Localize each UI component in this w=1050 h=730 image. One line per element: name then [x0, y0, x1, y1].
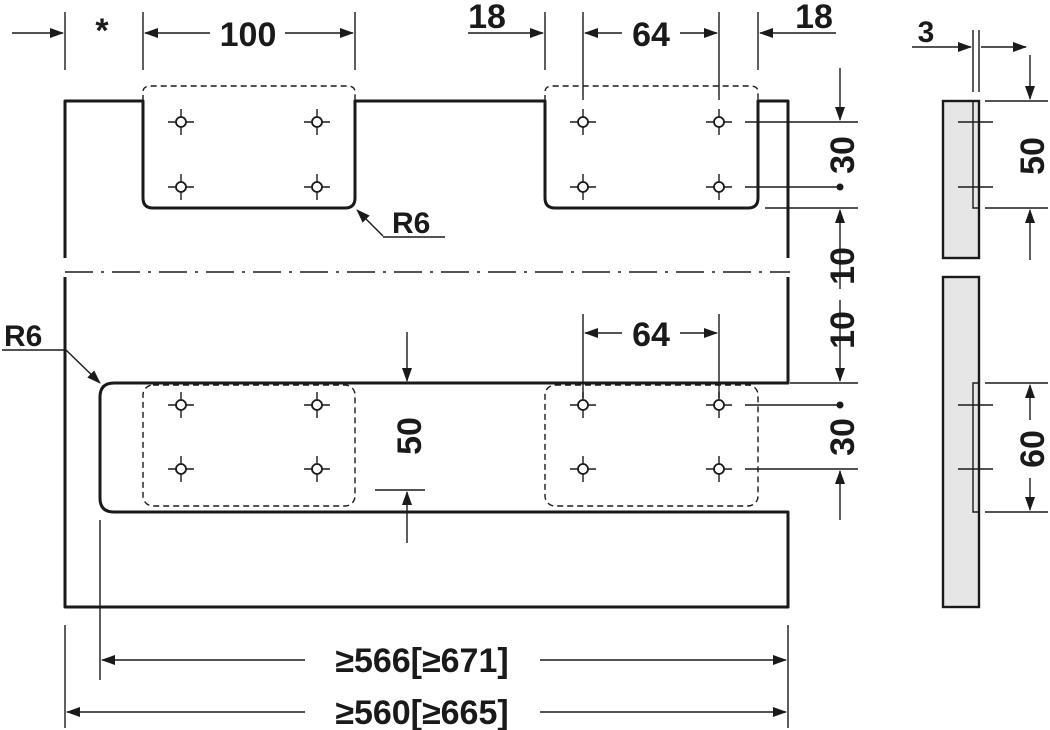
- upper-panel: [63, 85, 790, 258]
- screw-hole: [168, 109, 194, 135]
- rail-height: 50: [375, 332, 429, 543]
- dim-10-lower: 10: [824, 311, 862, 349]
- dim-64-bottom: 64: [632, 316, 670, 354]
- screw-hole: [706, 109, 732, 135]
- screw-hole: [570, 109, 596, 135]
- dim-50-rail: 50: [391, 417, 429, 455]
- screw-hole: [570, 456, 596, 482]
- dim-3: 3: [918, 16, 935, 49]
- dim-100: 100: [220, 16, 277, 54]
- dim-r6-left: R6: [4, 320, 42, 353]
- right-dimensions: 30 10 10 30: [745, 68, 862, 520]
- dim-r6-top: R6: [392, 207, 430, 240]
- dim-18-right: 18: [795, 0, 833, 36]
- screw-hole: [168, 174, 194, 200]
- screw-hole: [706, 174, 732, 200]
- dim-star: *: [95, 12, 109, 50]
- screw-hole: [706, 456, 732, 482]
- dim-30-lower: 30: [824, 418, 862, 456]
- dim-50-side: 50: [1014, 137, 1050, 175]
- top-dimensions: * 100 18 64 18: [12, 0, 836, 100]
- dim-18-left: 18: [468, 0, 506, 36]
- screw-hole: [304, 456, 330, 482]
- radius-callout-left: R6: [2, 320, 101, 384]
- dim-10-upper: 10: [824, 247, 862, 285]
- screw-hole: [168, 456, 194, 482]
- screw-hole: [304, 109, 330, 135]
- screw-hole: [304, 174, 330, 200]
- dim-60-side: 60: [1014, 430, 1050, 468]
- screw-hole: [168, 392, 194, 418]
- dim-560: ≥560[≥665]: [335, 694, 508, 730]
- screw-hole: [570, 174, 596, 200]
- mounting-holes: [168, 109, 732, 482]
- side-view: 3 50 60: [912, 16, 1050, 609]
- screw-hole: [706, 392, 732, 418]
- lower-panel: [63, 277, 790, 609]
- dim-566: ≥566[≥671]: [335, 642, 508, 680]
- screw-hole: [304, 392, 330, 418]
- dim-30-upper: 30: [824, 136, 862, 174]
- dim-64-top: 64: [632, 16, 670, 54]
- radius-callout-top: R6: [356, 207, 445, 240]
- bottom-hole-spacing: 64: [582, 314, 720, 398]
- overall-dimensions: ≥566[≥671] ≥560[≥665]: [64, 520, 789, 730]
